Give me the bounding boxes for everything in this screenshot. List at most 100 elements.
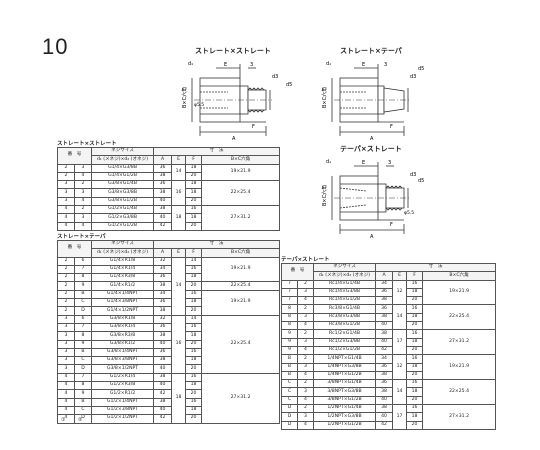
cell-size: G3/8×G1/4B (91, 180, 155, 190)
cell-f: 20 (406, 420, 424, 430)
cell-no-1: 2 (57, 273, 75, 283)
cell-f: 18 (185, 331, 203, 341)
table-straight-straight: 番 号 ネジサイズ 寸 法 d₁ (メネジ)×d₂ (オネジ) A E F B×… (56, 146, 281, 231)
cell-no-2: 9 (73, 389, 93, 399)
header-dims: 寸 法 (153, 146, 281, 157)
cell-no-1: 4 (57, 372, 75, 383)
cell-size: 1/4NPT×G3/8B (313, 362, 377, 372)
cell-f: 16 (185, 264, 203, 275)
cell-f: 18 (406, 362, 424, 372)
cell-size: G1/2×3/8NPT (91, 405, 155, 416)
label-d1: d₁ (326, 159, 331, 165)
cell-no-2: 8 (73, 331, 93, 341)
cell-no-1: 3 (57, 347, 75, 358)
cell-no-2: B (73, 347, 93, 358)
cell-no-1: 7 (281, 296, 298, 306)
cell-no-2: D (73, 306, 93, 316)
cell-size: G3/8×R1/8 (91, 314, 155, 324)
cell-bxc: 19×21.9 (422, 354, 497, 381)
cell-e: 14 (392, 304, 408, 331)
cell-bxc: 27×31.2 (201, 205, 281, 231)
cell-size: 1/4NPT×G1/2B (313, 370, 377, 381)
cell-e: 12 (392, 279, 408, 306)
cell-no-2: 3 (73, 163, 93, 173)
cell-no-1: 8 (281, 321, 298, 331)
cell-a: 36 (375, 362, 394, 372)
label-e: E (362, 160, 365, 166)
cell-no-2: 3 (296, 287, 315, 298)
cell-size: G1/2×R1/4 (91, 372, 155, 383)
cell-no-1: 2 (57, 298, 75, 308)
cell-bxc: 19×21.9 (201, 256, 281, 283)
cell-f: 18 (185, 356, 203, 366)
cell-f: 18 (406, 337, 424, 347)
cell-no-1: 9 (281, 345, 298, 356)
table-taper-straight: 番 号 ネジサイズ 寸 法 d₁ (メネジ)×d₂ (オネジ) A E F B×… (280, 262, 497, 430)
cell-no-2: 4 (296, 395, 315, 406)
label-d3: d3 (410, 172, 416, 178)
cell-a: 42 (153, 414, 173, 424)
label-a: A (232, 136, 236, 142)
cell-size: G3/8×R1/2 (91, 339, 155, 349)
cell-size: G3/8×G1/2B (91, 196, 155, 207)
cell-e: 14 (171, 163, 187, 182)
label-phi55: φ5.5 (194, 102, 204, 108)
header-a: A (375, 271, 394, 281)
cell-no-2: 3 (296, 412, 315, 422)
cell-e: 16 (171, 314, 187, 374)
cell-size: Rc3/8×G1/2B (313, 321, 377, 331)
cell-no-2: 7 (73, 322, 93, 333)
cell-a: 38 (153, 356, 173, 366)
label-3: 3 (250, 62, 253, 68)
cell-f: 20 (406, 370, 424, 381)
cell-f: 18 (406, 412, 424, 422)
label-f: F (252, 124, 255, 130)
cell-f: 18 (185, 163, 203, 173)
table-title-straight-taper: ストレート×テーパ (57, 234, 106, 240)
cell-f: 20 (185, 171, 203, 182)
cell-no-1: 4 (57, 221, 75, 231)
header-a: A (153, 155, 173, 165)
cell-a: 32 (153, 256, 173, 266)
cell-a: 36 (153, 163, 173, 173)
cell-e: 18 (171, 372, 187, 424)
cell-size: G1/4×R3/8 (91, 273, 155, 283)
cell-a: 36 (375, 304, 394, 314)
cell-no-1: 3 (57, 364, 75, 374)
cell-a: 38 (153, 281, 173, 291)
cell-no-1: 3 (57, 188, 75, 198)
cell-a: 40 (153, 213, 173, 223)
label-phi55: φ5.5 (404, 210, 414, 216)
cell-no-1: D (281, 420, 298, 430)
cell-bxc: 19×21.9 (201, 289, 281, 316)
cell-no-1: B (281, 370, 298, 381)
cell-size: 3/8NPT×G3/8B (313, 387, 377, 397)
label-3: 3 (388, 160, 391, 166)
cell-size: Rc1/4×G1/2B (313, 296, 377, 306)
table-title-taper-straight: テーパ×ストレート (281, 257, 330, 263)
cell-no-1: 3 (57, 314, 75, 324)
cell-e: 17 (392, 329, 408, 356)
cell-bxc: 22×25.4 (422, 379, 497, 406)
diagram-title-taper-straight: テーパ×ストレート (340, 145, 402, 153)
cell-no-1: 2 (57, 163, 75, 173)
cell-f: 18 (406, 387, 424, 397)
cell-size: G3/8×1/4NPT (91, 347, 155, 358)
cell-no-2: 3 (296, 312, 315, 323)
cell-no-2: 2 (296, 379, 315, 389)
cell-a: 38 (153, 171, 173, 182)
cell-no-2: 3 (296, 337, 315, 347)
cell-no-2: 4 (73, 171, 93, 182)
header-size: ネジサイズ (313, 262, 377, 273)
cell-f: 18 (406, 312, 424, 323)
header-a: A (153, 248, 173, 258)
cell-no-2: C (73, 298, 93, 308)
cell-no-1: 3 (57, 339, 75, 349)
